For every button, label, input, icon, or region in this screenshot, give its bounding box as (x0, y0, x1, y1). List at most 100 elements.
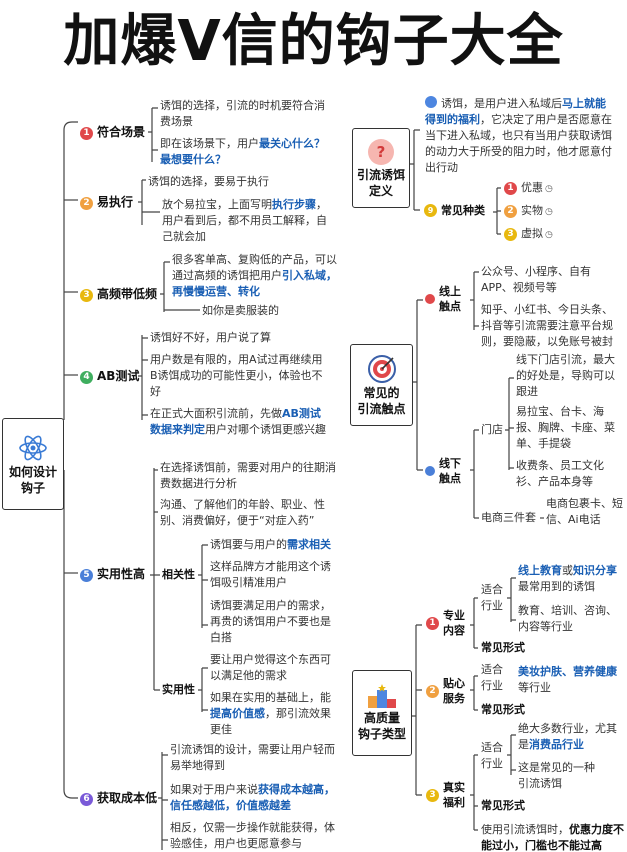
hook-1-fit-hl-1: 线上教育 (518, 564, 562, 577)
hook-3-fit-text-1: 绝大多数行业，尤其是消费品行业 (518, 721, 624, 753)
number-badge: 4 (80, 371, 93, 384)
node-5-text: 实用性高 (97, 567, 146, 581)
hook-2-label[interactable]: 2 贴心 服务 (426, 676, 465, 706)
number-badge: 1 (426, 616, 439, 630)
svg-text:?: ? (377, 143, 386, 161)
root-label-line1: 如何设计 (8, 465, 57, 479)
node-2-text-2-pre: 放个易拉宝，上面写明 (162, 198, 272, 211)
hook-1-label-line2: 内容 (443, 624, 465, 637)
definition-text: 诱饵，是用户进入私域后马上就能得到的福利，它决定了用户是否愿意在当下进入私域，也… (425, 96, 615, 176)
type-item-2-label: 实物 (521, 204, 543, 217)
hook-1-fit-text-1: 线上教育或知识分享最常用到的诱饵 (518, 563, 624, 595)
node-1-text: 符合场景 (97, 125, 146, 139)
hook-1-form-label[interactable]: 常见形式 (481, 641, 525, 654)
node-4-text-3-post: 用户对哪个诱饵更感兴趣 (205, 423, 326, 436)
store-text-3: 收费条、员工文化衫、产品本身等 (516, 459, 604, 488)
node-4-text-3-hl: AB测试数据来判定 (150, 407, 321, 436)
node-3-text-1: 很多客单高、复购低的产品，可以通过高频的诱饵把用户引入私域，再慢慢运营、转化 (172, 252, 338, 300)
node-1-text-1: 诱饵的选择，引流的时机要符合消费场景 (160, 99, 325, 128)
number-badge: 1 (504, 182, 517, 195)
online-label[interactable]: 线上 触点 (425, 284, 461, 314)
number-badge: 6 (80, 793, 93, 806)
hook-1-fit-label[interactable]: 适合 行业 (481, 582, 503, 614)
sub-relevance-text-2: 这样品牌方才能用这个诱饵吸引精准用户 (210, 560, 331, 589)
offline-label[interactable]: 线下 触点 (425, 456, 461, 486)
number-badge: 2 (426, 684, 439, 698)
store-text-1: 线下门店引流，最大的好处是，导购可以跟进 (516, 353, 615, 398)
node-2-text: 易执行 (97, 195, 134, 209)
hook-types-node[interactable]: 高质量 钩子类型 (352, 670, 412, 756)
hook-3-label-line1: 真实 (443, 781, 465, 794)
sub-relevance-label[interactable]: 相关性 (162, 568, 195, 581)
hook-1-fit-hl-2: 知识分享 (573, 564, 617, 577)
hook-3-fit-line2: 行业 (481, 757, 503, 770)
question-badge-icon (425, 96, 437, 108)
type-item-1-label: 优惠 (521, 181, 543, 194)
node-6-label[interactable]: 6 获取成本低 (80, 790, 157, 806)
hook-3-form-pre: 使用引流诱饵时， (481, 823, 569, 836)
node-1-text-2: 即在该场景下，用户最关心什么？最想要什么？ (160, 136, 330, 168)
hook-2-label-line1: 贴心 (443, 677, 465, 690)
hook-2-fit-label[interactable]: 适合 行业 (481, 662, 503, 694)
ecommerce-label[interactable]: 电商三件套 (481, 511, 536, 524)
hook-2-fit-line1: 适合 (481, 663, 503, 676)
number-badge: 9 (424, 204, 437, 217)
sub-practical-text-1: 要让用户觉得这个东西可以满足他的需求 (210, 653, 331, 682)
online-label-line2: 触点 (439, 300, 461, 313)
store-label[interactable]: 门店 (481, 423, 503, 436)
touchpoints-label-line2: 引流触点 (357, 402, 406, 416)
hook-1-fit-line2: 行业 (481, 599, 503, 612)
hook-2-fit-post: 等行业 (518, 681, 551, 694)
sub-relevance-text-1: 诱饵要与用户的需求相关 (210, 537, 340, 553)
touchpoints-label-line1: 常见的 (363, 386, 400, 400)
node-6-text: 获取成本低 (97, 791, 158, 805)
hook-types-label-line2: 钩子类型 (357, 727, 406, 741)
hook-1-label[interactable]: 1 专业 内容 (426, 608, 465, 638)
sub-practical-text-2-post: ，那引流效果更佳 (210, 707, 331, 736)
root-node[interactable]: 如何设计 钩子 (2, 418, 64, 510)
node-6-text-2: 如果对于用户来说获得成本越高，信任感越低，价值感越差 (170, 782, 340, 814)
hook-1-fit-text-2: 教育、培训、咨询、内容等行业 (518, 604, 617, 633)
definition-node[interactable]: ? 引流诱饵 定义 (352, 128, 410, 208)
node-3-text-1-pre: 很多客单高、复购低的产品，可以通过高频的诱饵把用户 (172, 253, 337, 282)
page-title: 加爆V信的钩子大全 (63, 9, 564, 74)
number-badge: 2 (80, 197, 93, 210)
hook-3-fit-label[interactable]: 适合 行业 (481, 740, 503, 772)
node-2-text-2: 放个易拉宝，上面写明执行步骤，用户看到后，都不用员工解释，自己就会加 (162, 197, 332, 245)
node-4-label[interactable]: 4 AB测试 (80, 368, 139, 384)
touchpoints-node[interactable]: 常见的 引流触点 (350, 344, 413, 426)
link-icon: ◷ (545, 230, 553, 240)
node-2-text-2-post: ，用户看到后，都不用员工解释，自己就会加 (162, 198, 327, 243)
node-4-text: AB测试 (97, 369, 140, 383)
sub-relevance-text-1-hl: 需求相关 (287, 538, 331, 551)
node-1-label[interactable]: 1 符合场景 (80, 124, 145, 140)
sub-practical-label[interactable]: 实用性 (162, 683, 195, 696)
hook-3-label[interactable]: 3 真实 福利 (426, 780, 465, 810)
number-badge: 1 (80, 127, 93, 140)
node-6-text-3: 相反，仅需一步操作就能获得，体验感佳，用户也更愿意参与 (170, 821, 335, 850)
hook-2-fit-line2: 行业 (481, 679, 503, 692)
definition-label-line2: 定义 (368, 184, 393, 198)
node-5-text-2: 沟通、了解他们的年龄、职业、性别、消费偏好，便于“对症入药” (160, 498, 325, 527)
number-badge: 3 (426, 788, 439, 802)
node-4-text-2: 用户数是有限的，用A试过再继续用B诱饵成功的可能性更小，体验也不好 (150, 353, 323, 398)
node-2-label[interactable]: 2 易执行 (80, 194, 133, 210)
atom-icon (19, 435, 47, 461)
hook-3-form-hl: 优惠力度不能过小，门槛也不能过高 (481, 823, 624, 852)
sub-relevance-text-3: 诱饵要满足用户的需求，再贵的诱饵用户不要也是白搭 (210, 599, 331, 644)
node-6-text-2-hl: 获得成本越高，信任感越低，价值感越差 (170, 783, 335, 812)
hook-2-form-label[interactable]: 常见形式 (481, 703, 525, 716)
definition-label-line1: 引流诱饵 (356, 168, 405, 182)
node-4-text-3-pre: 在正式大面积引流前，先做 (150, 407, 282, 420)
hook-3-form-label[interactable]: 常见形式 (481, 799, 525, 812)
hook-types-label-line1: 高质量 (363, 711, 400, 725)
podium-icon (368, 684, 396, 708)
sub-relevance-text-1-pre: 诱饵要与用户的 (210, 538, 287, 551)
